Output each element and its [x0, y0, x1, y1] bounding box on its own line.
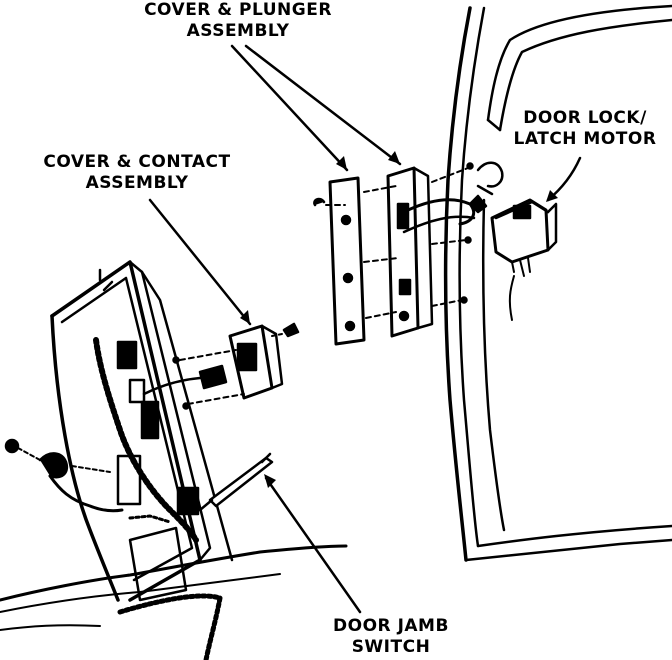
label-cover-plunger-line1: COVER & PLUNGER	[144, 0, 332, 20]
cover-plunger-assembly	[313, 162, 488, 346]
label-door-lock-latch-motor: DOOR LOCK/ LATCH MOTOR	[502, 108, 668, 150]
label-door-jamb-line1: DOOR JAMB	[333, 616, 449, 636]
label-door-jamb-switch: DOOR JAMB SWITCH	[318, 616, 464, 658]
label-cover-contact-line1: COVER & CONTACT	[43, 152, 231, 172]
leader-door-jamb	[264, 476, 362, 614]
label-door-jamb-line2: SWITCH	[351, 637, 431, 657]
label-cover-plunger-assembly: COVER & PLUNGER ASSEMBLY	[122, 0, 354, 42]
label-cover-contact-line2: ASSEMBLY	[85, 173, 189, 193]
leader-cover-contact	[148, 198, 252, 326]
leader-cover-plunger-left	[230, 44, 349, 172]
label-door-lock-line2: LATCH MOTOR	[513, 129, 657, 149]
door-jamb-switch	[198, 452, 274, 512]
b-pillar	[0, 260, 348, 660]
leader-lines	[148, 44, 582, 614]
label-door-lock-line1: DOOR LOCK/	[523, 108, 647, 128]
leader-cover-plunger-right	[244, 44, 402, 166]
door-lock-latch-motor	[476, 161, 558, 321]
label-cover-contact-assembly: COVER & CONTACT ASSEMBLY	[24, 152, 250, 194]
cover-contact-assembly	[142, 322, 300, 410]
label-cover-plunger-line2: ASSEMBLY	[186, 21, 290, 41]
wiring-connector	[4, 438, 172, 524]
door-frame	[443, 4, 672, 562]
